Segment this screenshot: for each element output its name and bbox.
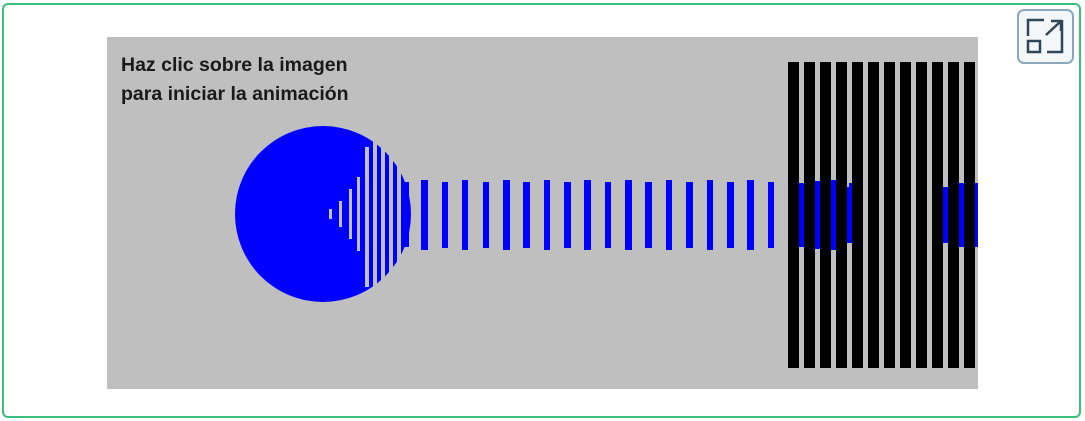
diffraction-grating — [788, 62, 975, 368]
animation-canvas[interactable]: Haz clic sobre la imagen para iniciar la… — [107, 37, 978, 389]
transmitted-wave — [799, 181, 978, 249]
animation-scene — [235, 62, 978, 368]
instruction-line-1: Haz clic sobre la imagen — [121, 54, 348, 76]
wave-source-circle — [235, 126, 411, 307]
instruction-line-2: para iniciar la animación — [121, 83, 349, 105]
instruction-text: Haz clic sobre la imagen para iniciar la… — [121, 51, 349, 109]
expand-button[interactable] — [1017, 9, 1074, 64]
expand-fullscreen-icon — [1026, 18, 1064, 54]
